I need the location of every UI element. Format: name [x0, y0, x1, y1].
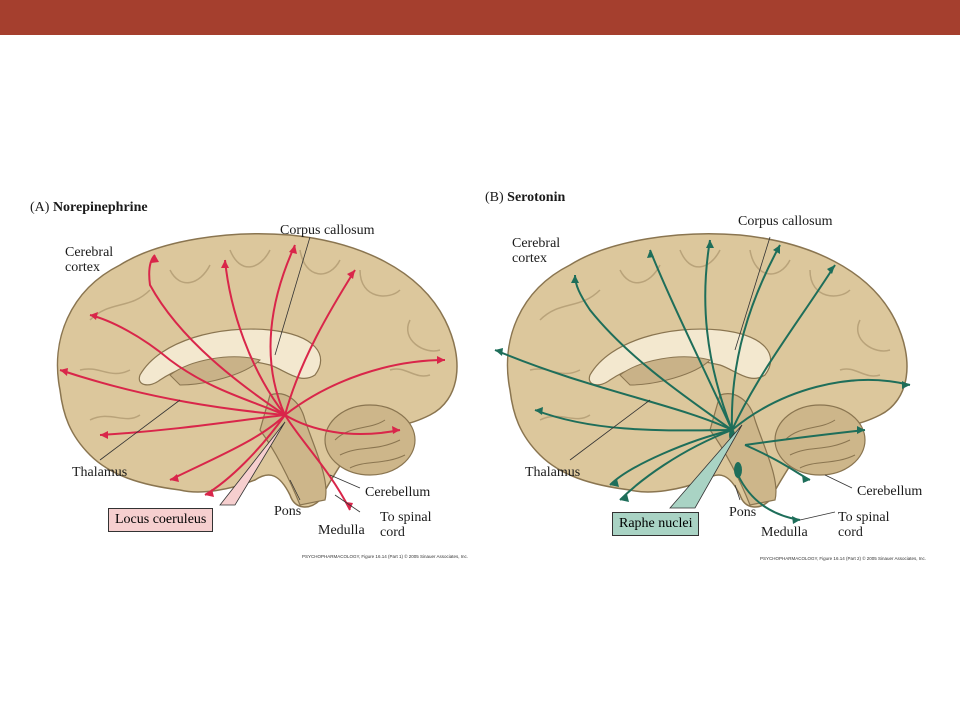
label-to-spinal-cord: To spinal cord — [380, 510, 432, 540]
label-medulla: Medulla — [761, 525, 808, 540]
panel-b-letter: (B) — [485, 190, 504, 205]
cerebellum-shape — [324, 404, 416, 476]
label-medulla: Medulla — [318, 523, 365, 538]
credit-line-a: PSYCHOPHARMACOLOGY, Figure 16.14 (Part 1… — [302, 554, 469, 559]
panel-a-title: (A) Norepinephrine — [30, 200, 148, 216]
label-raphe-nuclei: Raphe nuclei — [612, 512, 700, 536]
raphe-nucleus-marker — [734, 462, 742, 478]
panel-b-heading: Serotonin — [507, 190, 566, 205]
pathway-arrowheads — [495, 240, 910, 524]
leader-lines — [99, 236, 361, 513]
norepinephrine-pathways — [59, 244, 446, 511]
credit-line-b: PSYCHOPHARMACOLOGY, Figure 16.14 (Part 2… — [760, 556, 927, 561]
panel-a-letter: (A) — [30, 200, 50, 215]
label-pons: Pons — [274, 504, 302, 519]
label-cerebral-cortex: Cerebral cortex — [512, 236, 561, 266]
panel-a-heading: Norepinephrine — [52, 200, 148, 215]
title-bar — [0, 0, 960, 35]
panel-norepinephrine: (A) Norepinephrine Cerebral cortex Corpu… — [30, 190, 510, 570]
pathway-arrowheads — [60, 245, 445, 510]
label-to-spinal-cord: To spinal cord — [838, 510, 890, 540]
label-thalamus: Thalamus — [72, 465, 128, 480]
label-locus-coeruleus: Locus coeruleus — [108, 508, 214, 532]
label-cerebral-cortex: Cerebral cortex — [65, 245, 114, 275]
label-pons: Pons — [729, 505, 757, 520]
label-cerebellum: Cerebellum — [365, 485, 431, 500]
label-thalamus: Thalamus — [525, 465, 581, 480]
label-corpus-callosum: Corpus callosum — [280, 223, 375, 238]
panel-b-title: (B) Serotonin — [485, 190, 565, 206]
serotonin-pathways — [494, 239, 911, 521]
cerebellum-shape — [774, 404, 866, 476]
label-cerebellum: Cerebellum — [857, 484, 923, 499]
raphe-pointer — [669, 424, 743, 509]
gyri — [529, 249, 891, 421]
brain-diagram-b — [494, 233, 911, 524]
brain-diagram-a — [56, 233, 458, 513]
locus-pointer — [219, 421, 286, 506]
panel-serotonin: (B) Serotonin Cerebral cortex Corpus cal… — [480, 190, 960, 570]
leader-lines — [569, 236, 853, 521]
label-corpus-callosum: Corpus callosum — [738, 214, 833, 229]
gyri — [79, 249, 441, 421]
